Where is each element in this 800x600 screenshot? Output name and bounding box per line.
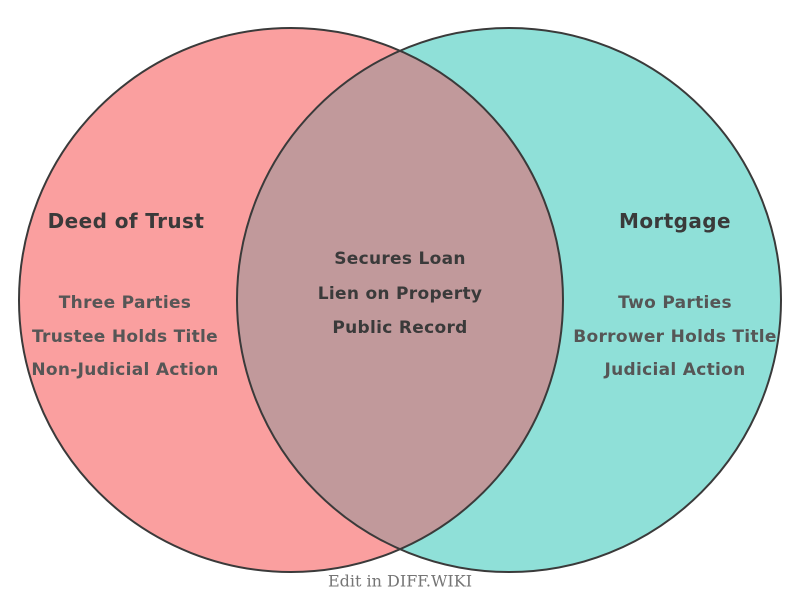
edit-in-diffwiki-link[interactable]: Edit in DIFF.WIKI: [327, 571, 473, 591]
left-set-item: Trustee Holds Title: [32, 327, 218, 347]
right-circle-outline: [236, 27, 782, 573]
overlap-item: Public Record: [332, 318, 468, 338]
overlap-item: Secures Loan: [334, 249, 466, 269]
left-set-item: Three Parties: [58, 293, 192, 313]
left-set-title: Deed of Trust: [47, 209, 205, 233]
left-set-item: Non-Judicial Action: [31, 360, 219, 380]
left-circle-outline: [18, 27, 564, 573]
right-set-item: Judicial Action: [604, 360, 746, 380]
overlap-region: [237, 28, 563, 572]
right-set-item: Two Parties: [618, 293, 732, 313]
right-set-item: Borrower Holds Title: [573, 327, 777, 347]
overlap-item: Lien on Property: [317, 284, 483, 304]
right-set-title: Mortgage: [619, 209, 731, 233]
